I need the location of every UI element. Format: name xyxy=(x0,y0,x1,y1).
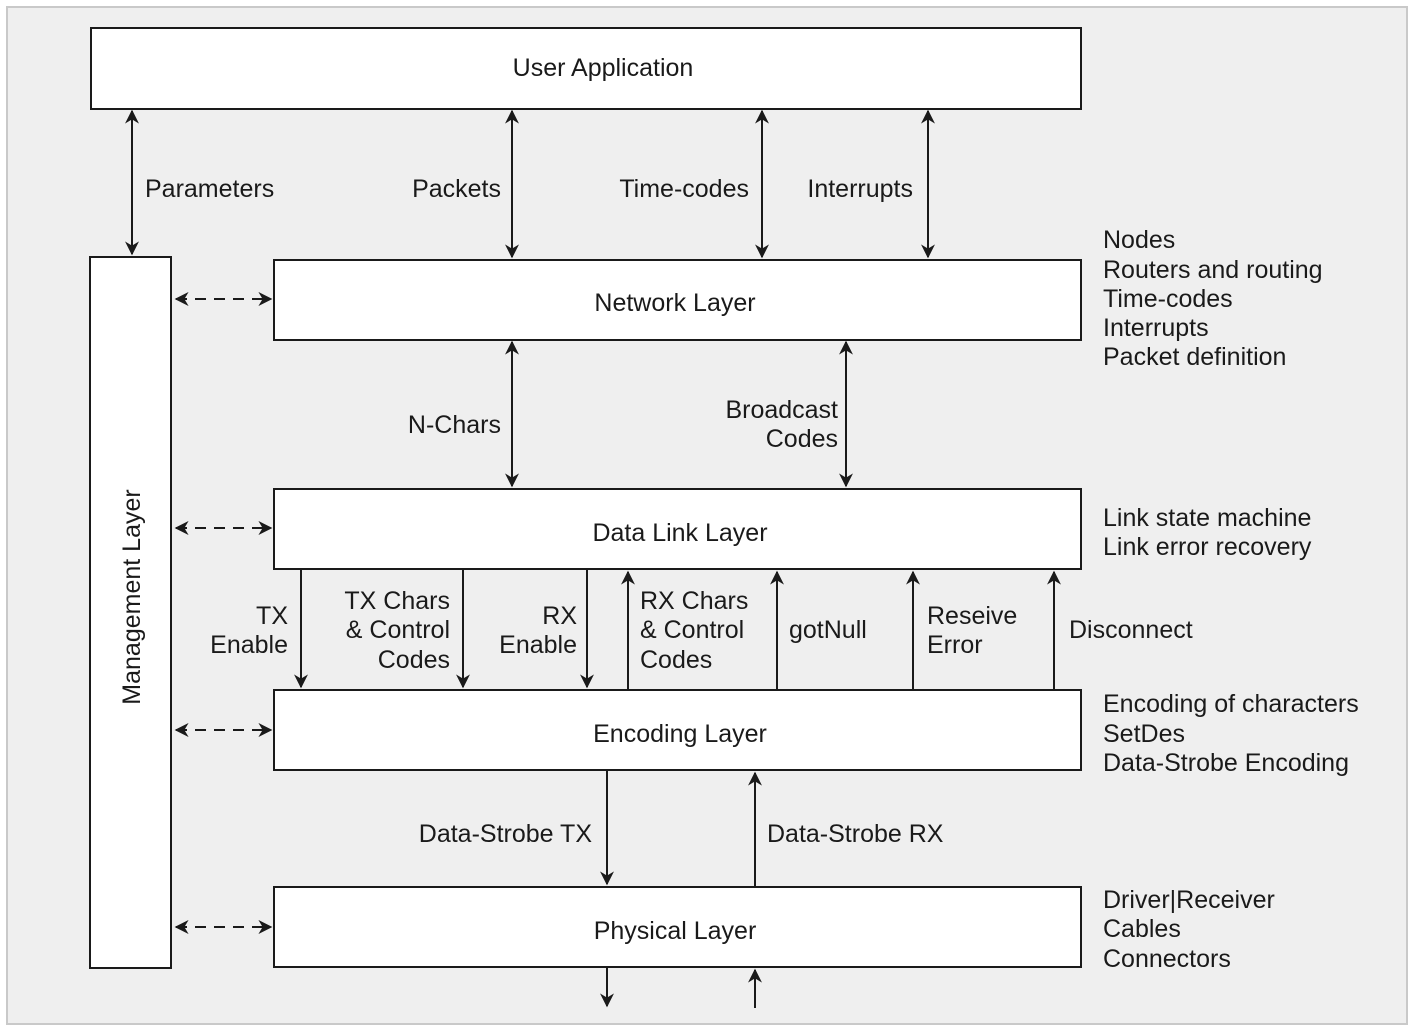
encoding-note-1: Encoding of characters xyxy=(1103,690,1359,718)
rx-enable-label-line2: Enable xyxy=(499,631,577,659)
rx-chars-label-line3: Codes xyxy=(640,646,712,674)
parameters-label: Parameters xyxy=(145,175,274,203)
network-note-3: Time-codes xyxy=(1103,285,1233,313)
network-note-2: Routers and routing xyxy=(1103,256,1323,284)
encoding-note-2: SetDes xyxy=(1103,720,1185,748)
data-link-layer-label: Data Link Layer xyxy=(592,519,767,547)
broadcast-codes-label-line2: Codes xyxy=(766,425,838,453)
network-layer-box xyxy=(273,259,1082,341)
rx-chars-label-line1: RX Chars xyxy=(640,587,748,615)
receive-error-label-line1: Reseive xyxy=(927,602,1017,630)
interrupts-label: Interrupts xyxy=(807,175,913,203)
rx-enable-label-line1: RX xyxy=(542,602,577,630)
disconnect-label: Disconnect xyxy=(1069,616,1193,644)
data-strobe-tx-label: Data-Strobe TX xyxy=(419,820,593,848)
network-note-1: Nodes xyxy=(1103,226,1175,254)
network-note-4: Interrupts xyxy=(1103,314,1209,342)
time-codes-label: Time-codes xyxy=(619,175,749,203)
data-link-note-2: Link error recovery xyxy=(1103,533,1312,561)
broadcast-codes-label-line1: Broadcast xyxy=(725,396,838,424)
user-application-label: User Application xyxy=(513,54,694,82)
tx-enable-label-line1: TX xyxy=(256,602,288,630)
packets-label: Packets xyxy=(412,175,501,203)
network-note-5: Packet definition xyxy=(1103,343,1286,371)
n-chars-label: N-Chars xyxy=(408,411,501,439)
tx-chars-label-line3: Codes xyxy=(378,646,450,674)
tx-chars-label-line1: TX Chars xyxy=(344,587,450,615)
physical-layer-box xyxy=(273,886,1082,968)
data-link-layer-box xyxy=(273,488,1082,570)
physical-note-1: Driver|Receiver xyxy=(1103,886,1275,914)
got-null-label: gotNull xyxy=(789,616,867,644)
rx-chars-label-line2: & Control xyxy=(640,616,744,644)
management-layer-label: Management Layer xyxy=(118,489,146,704)
user-application-box xyxy=(90,27,1082,110)
encoding-layer-label: Encoding Layer xyxy=(593,720,767,748)
physical-note-2: Cables xyxy=(1103,915,1181,943)
network-layer-label: Network Layer xyxy=(594,289,755,317)
receive-error-label-line2: Error xyxy=(927,631,983,659)
data-link-note-1: Link state machine xyxy=(1103,504,1311,532)
physical-layer-label: Physical Layer xyxy=(594,917,757,945)
tx-chars-label-line2: & Control xyxy=(346,616,450,644)
tx-enable-label-line2: Enable xyxy=(210,631,288,659)
encoding-note-3: Data-Strobe Encoding xyxy=(1103,749,1349,777)
encoding-layer-box xyxy=(273,689,1082,771)
physical-note-3: Connectors xyxy=(1103,945,1231,973)
management-layer-box xyxy=(89,256,172,969)
data-strobe-rx-label: Data-Strobe RX xyxy=(767,820,944,848)
